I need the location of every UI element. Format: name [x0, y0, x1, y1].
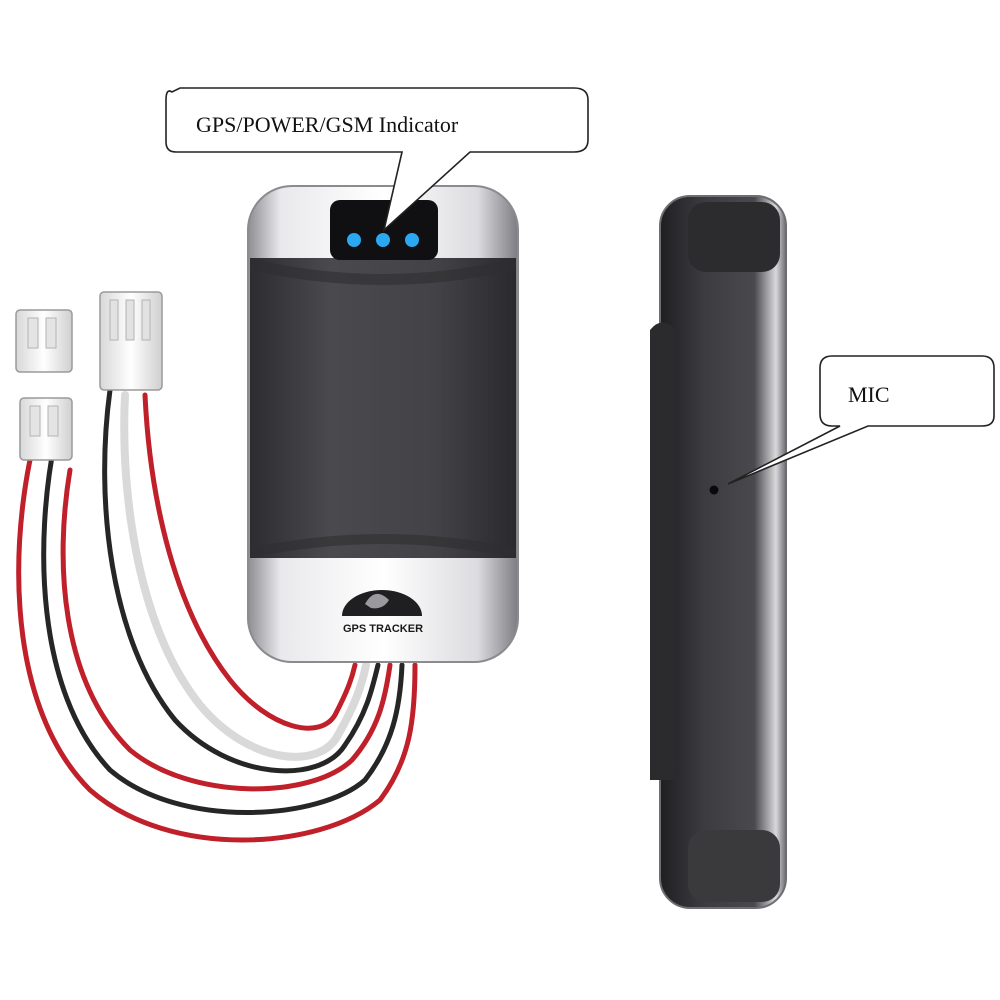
wire-black-2 — [102, 387, 381, 774]
device-side — [650, 195, 787, 909]
wire-black-1 — [41, 437, 405, 815]
wire-red-2 — [60, 467, 393, 792]
logo-text: GPS TRACKER — [343, 623, 423, 635]
wire-red-3 — [142, 392, 358, 731]
wire-white — [120, 391, 370, 761]
gps-led-icon — [347, 233, 361, 247]
mic-hole-icon — [709, 485, 719, 495]
mic-label: MIC — [848, 382, 890, 407]
wire-red-outer — [16, 417, 418, 843]
callout-indicator: GPS/POWER/GSM Indicator — [165, 87, 589, 233]
device-front: GPS TRACKER — [247, 185, 519, 663]
connector-small-bottom — [19, 397, 73, 461]
callout-mic: MIC — [727, 355, 995, 485]
tracker-logo: GPS TRACKER — [342, 590, 423, 635]
gsm-led-icon — [405, 233, 419, 247]
indicator-label: GPS/POWER/GSM Indicator — [196, 112, 459, 137]
connector-large — [99, 291, 163, 391]
connector-small-top — [15, 309, 73, 373]
power-led-icon — [376, 233, 390, 247]
wire-harness — [16, 387, 418, 843]
